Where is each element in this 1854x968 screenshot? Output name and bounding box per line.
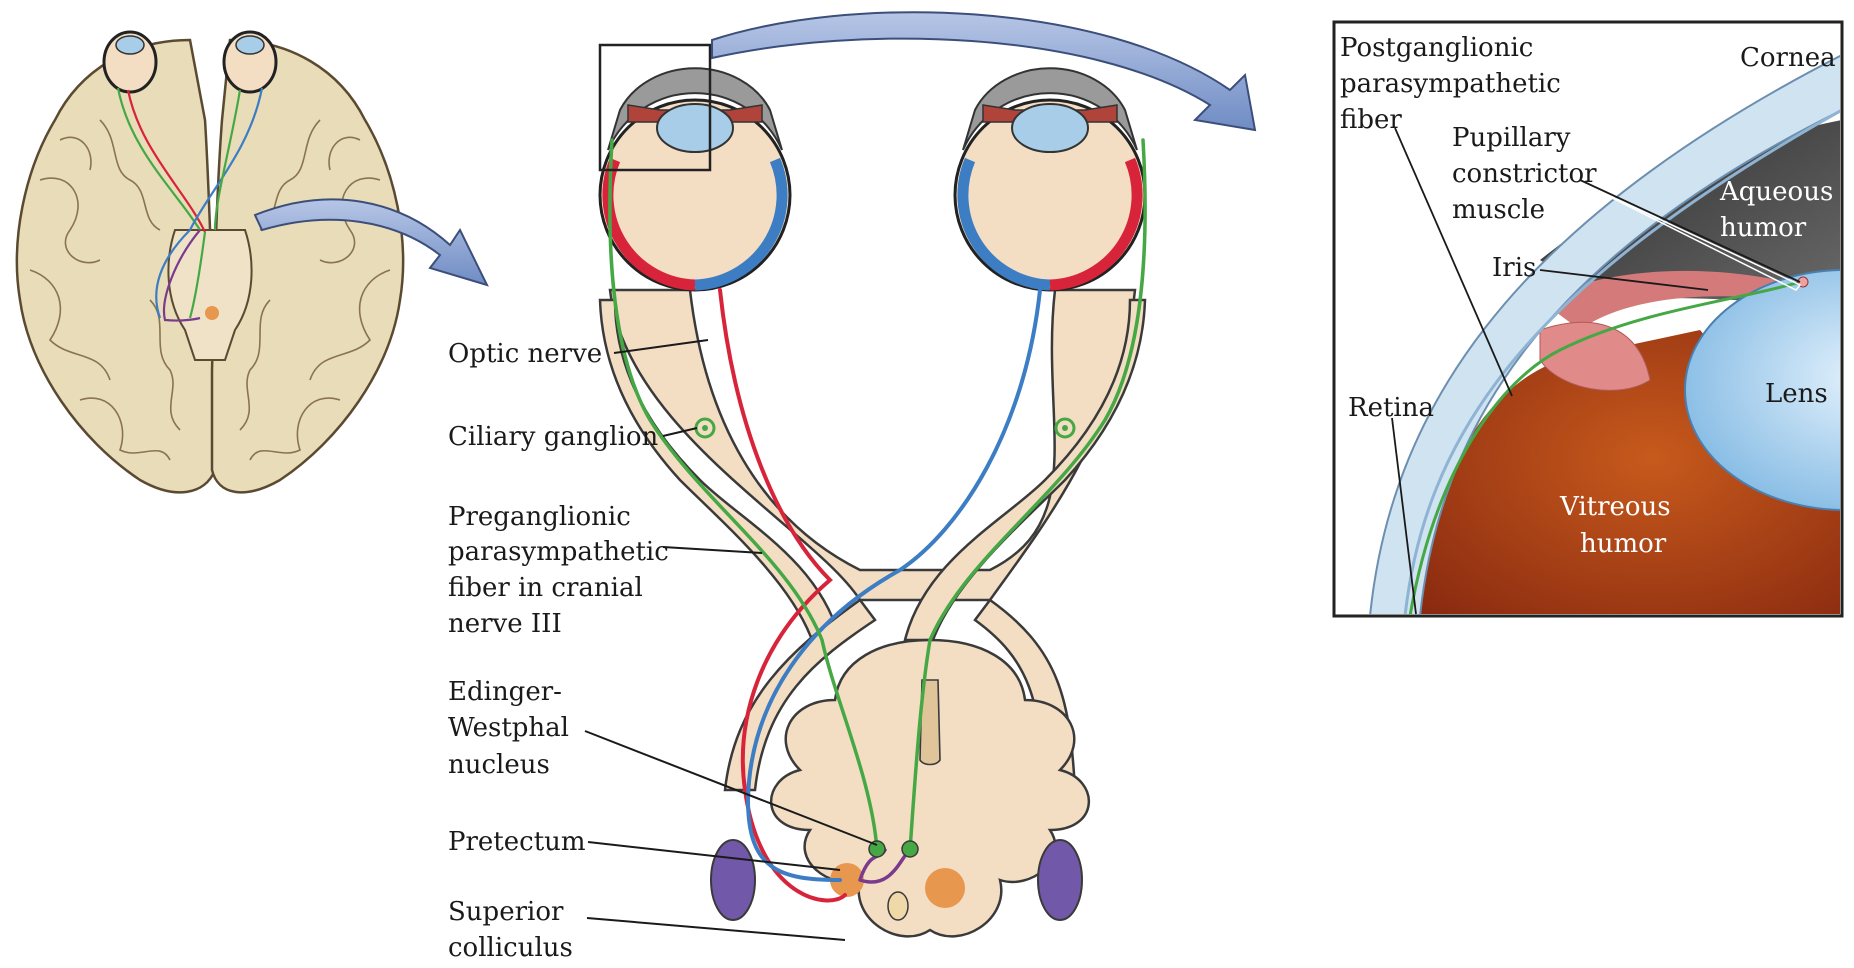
label-preganglionic-1: Preganglionic xyxy=(448,502,631,532)
inset-label-lens: Lens xyxy=(1765,379,1828,409)
inset-label-postganglionic-2: parasympathetic xyxy=(1340,69,1561,99)
inset-label-postganglionic-1: Postganglionic xyxy=(1340,33,1533,63)
inset-label-aqueous-1: Aqueous xyxy=(1719,177,1833,207)
label-preganglionic-3: fiber in cranial xyxy=(448,573,643,603)
inset-label-retina: Retina xyxy=(1348,393,1434,423)
labels: Optic nerve Ciliary ganglion Preganglion… xyxy=(448,339,669,963)
pretectum-right xyxy=(925,868,965,908)
inset-label-aqueous-2: humor xyxy=(1720,213,1807,243)
label-edinger-1: Edinger- xyxy=(448,677,562,707)
inset-label-pupillary-1: Pupillary xyxy=(1452,123,1571,153)
label-preganglionic-2: parasympathetic xyxy=(448,537,669,567)
edinger-westphal-right xyxy=(902,841,918,857)
superior-colliculus-right xyxy=(1038,840,1082,920)
pupillary-pathway xyxy=(600,12,1255,936)
eye-right xyxy=(955,68,1145,290)
inset-label-pupillary-2: constrictor xyxy=(1452,159,1597,189)
inset-label-postganglionic-3: fiber xyxy=(1340,105,1402,135)
label-optic-nerve: Optic nerve xyxy=(448,339,602,369)
label-edinger-2: Westphal xyxy=(448,713,569,743)
inset-label-iris: Iris xyxy=(1492,253,1536,283)
label-pretectum: Pretectum xyxy=(448,827,586,857)
label-ciliary-ganglion: Ciliary ganglion xyxy=(448,422,659,452)
superior-colliculus-left xyxy=(711,840,755,920)
inset-label-vitreous-2: humor xyxy=(1580,529,1667,559)
brain-view xyxy=(17,32,487,492)
label-superior-colliculus-1: Superior xyxy=(448,897,564,927)
label-superior-colliculus-2: colliculus xyxy=(448,933,573,963)
inset-label-vitreous-1: Vitreous xyxy=(1559,492,1671,522)
label-preganglionic-4: nerve III xyxy=(448,609,562,639)
label-edinger-3: nucleus xyxy=(448,750,550,780)
eye-left xyxy=(600,68,790,290)
inset-panel: Postganglionic parasympathetic fiber Cor… xyxy=(1334,22,1854,616)
inset-label-pupillary-3: muscle xyxy=(1452,195,1545,225)
inset-label-cornea: Cornea xyxy=(1740,43,1836,73)
